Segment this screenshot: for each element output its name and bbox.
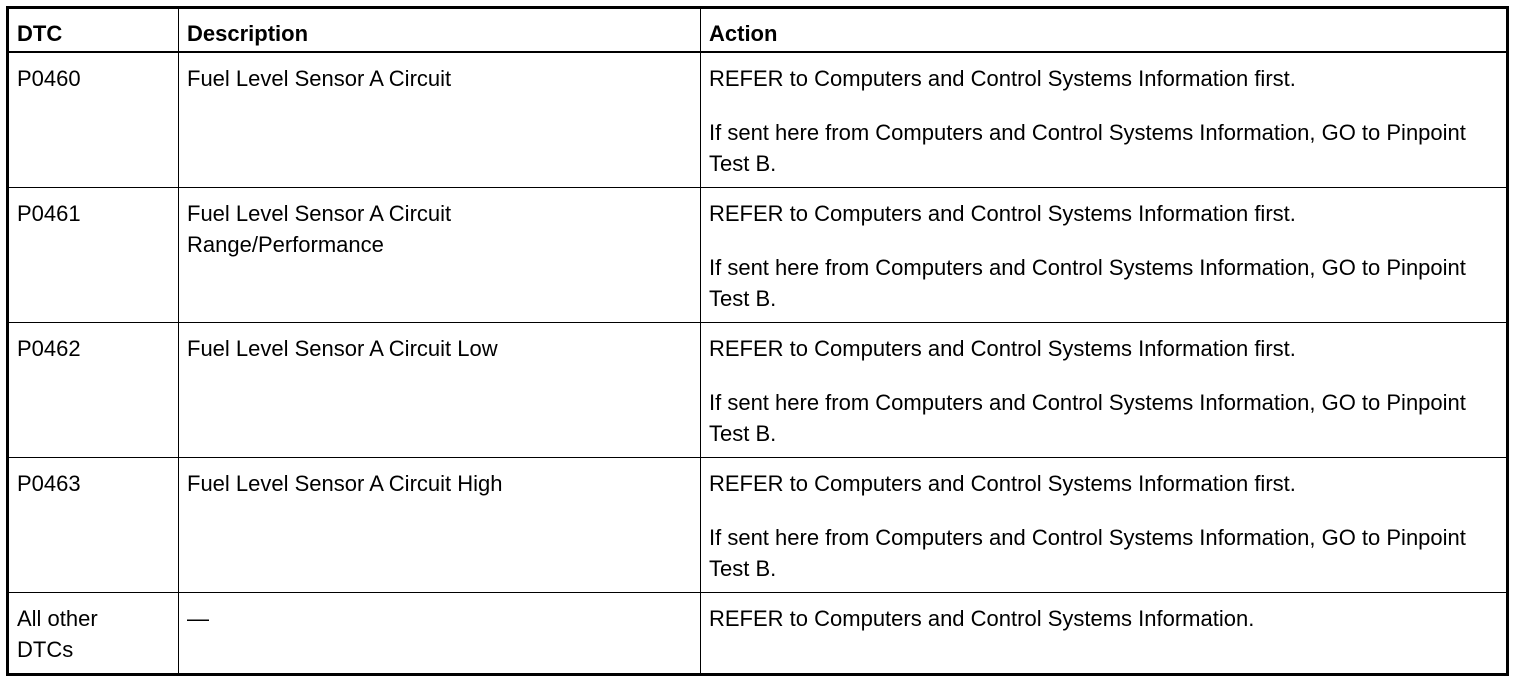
action-refer-text: REFER to Computers and Control Systems I…	[709, 65, 1296, 91]
action-goto-text: If sent here from Computers and Control …	[709, 119, 1466, 176]
table-row: P0462 Fuel Level Sensor A Circuit Low RE…	[7, 321, 1508, 458]
action-cell: REFER to Computers and Control Systems I…	[700, 51, 1508, 188]
dtc-table: DTC Description Action P0460 Fuel Level …	[6, 6, 1509, 676]
dtc-code-cell: P0460	[7, 51, 179, 188]
table-row: All other DTCs — REFER to Computers and …	[7, 591, 1508, 675]
dtc-code-cell: P0462	[7, 321, 179, 458]
dtc-code-cell: P0463	[7, 456, 179, 593]
table-row: P0461 Fuel Level Sensor A Circuit Range/…	[7, 186, 1508, 323]
header-description: Description	[178, 7, 701, 53]
action-cell: REFER to Computers and Control Systems I…	[700, 186, 1508, 323]
table-row: P0460 Fuel Level Sensor A Circuit REFER …	[7, 51, 1508, 188]
action-refer-text: REFER to Computers and Control Systems I…	[709, 605, 1255, 631]
action-goto-text: If sent here from Computers and Control …	[709, 389, 1466, 446]
action-refer-text: REFER to Computers and Control Systems I…	[709, 470, 1296, 496]
description-cell: Fuel Level Sensor A Circuit High	[178, 456, 701, 593]
description-cell: Fuel Level Sensor A Circuit Low	[178, 321, 701, 458]
action-goto-text: If sent here from Computers and Control …	[709, 524, 1466, 581]
header-dtc: DTC	[7, 7, 179, 53]
action-cell: REFER to Computers and Control Systems I…	[700, 591, 1508, 675]
table-row: P0463 Fuel Level Sensor A Circuit High R…	[7, 456, 1508, 593]
action-refer-text: REFER to Computers and Control Systems I…	[709, 200, 1296, 226]
action-cell: REFER to Computers and Control Systems I…	[700, 321, 1508, 458]
table-header-row: DTC Description Action	[7, 7, 1508, 53]
description-cell: Fuel Level Sensor A Circuit Range/Perfor…	[178, 186, 701, 323]
action-cell: REFER to Computers and Control Systems I…	[700, 456, 1508, 593]
header-action: Action	[700, 7, 1508, 53]
description-cell: —	[178, 591, 701, 675]
dtc-code-cell: All other DTCs	[7, 591, 179, 675]
action-goto-text: If sent here from Computers and Control …	[709, 254, 1466, 311]
action-refer-text: REFER to Computers and Control Systems I…	[709, 335, 1296, 361]
description-cell: Fuel Level Sensor A Circuit	[178, 51, 701, 188]
dtc-code-cell: P0461	[7, 186, 179, 323]
